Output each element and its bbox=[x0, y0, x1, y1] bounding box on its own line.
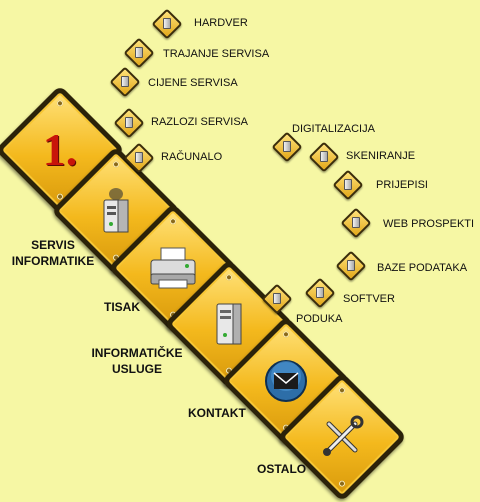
prijepisi-link-icon[interactable] bbox=[332, 169, 364, 201]
baze-podataka-link-icon[interactable] bbox=[335, 250, 367, 282]
link-poduka[interactable]: PODUKA bbox=[296, 313, 343, 325]
link-razlozi-servisa[interactable]: RAZLOZI SERVISA bbox=[151, 116, 248, 128]
link-web-prospekti[interactable]: WEB PROSPEKTI bbox=[383, 218, 475, 230]
category-label-tisak[interactable]: TISAK bbox=[104, 300, 140, 314]
category-label-servis-informatike[interactable]: SERVIS INFORMATIKE bbox=[11, 238, 95, 268]
category-label-ostalo[interactable]: OSTALO bbox=[257, 462, 307, 476]
link-trajanje-servisa[interactable]: TRAJANJE SERVISA bbox=[163, 48, 270, 60]
skeniranje-link-icon[interactable] bbox=[308, 141, 340, 173]
link-digitalizacija[interactable]: DIGITALIZACIJA bbox=[292, 123, 375, 135]
link-baze-podataka[interactable]: BAZE PODATAKA bbox=[377, 262, 468, 274]
digitalizacija-link-icon[interactable] bbox=[271, 131, 303, 163]
category-label-informaticke-usluge[interactable]: INFORMATIČKE USLUGE bbox=[91, 346, 183, 376]
hardver-link-icon[interactable] bbox=[151, 8, 183, 40]
trajanje-servisa-link-icon[interactable] bbox=[123, 37, 155, 69]
link-hardver[interactable]: HARDVER bbox=[194, 17, 248, 29]
link-cijene-servisa[interactable]: CIJENE SERVISA bbox=[148, 77, 238, 89]
softver-link-icon[interactable] bbox=[304, 277, 336, 309]
cijene-servisa-link-icon[interactable] bbox=[109, 66, 141, 98]
link-racunalo[interactable]: RAČUNALO bbox=[161, 151, 223, 163]
razlozi-servisa-link-icon[interactable] bbox=[113, 107, 145, 139]
link-softver[interactable]: SOFTVER bbox=[343, 293, 395, 305]
web-prospekti-link-icon[interactable] bbox=[340, 207, 372, 239]
link-prijepisi[interactable]: PRIJEPISI bbox=[376, 179, 428, 191]
category-label-kontakt[interactable]: KONTAKT bbox=[188, 406, 246, 420]
link-skeniranje[interactable]: SKENIRANJE bbox=[346, 150, 416, 162]
